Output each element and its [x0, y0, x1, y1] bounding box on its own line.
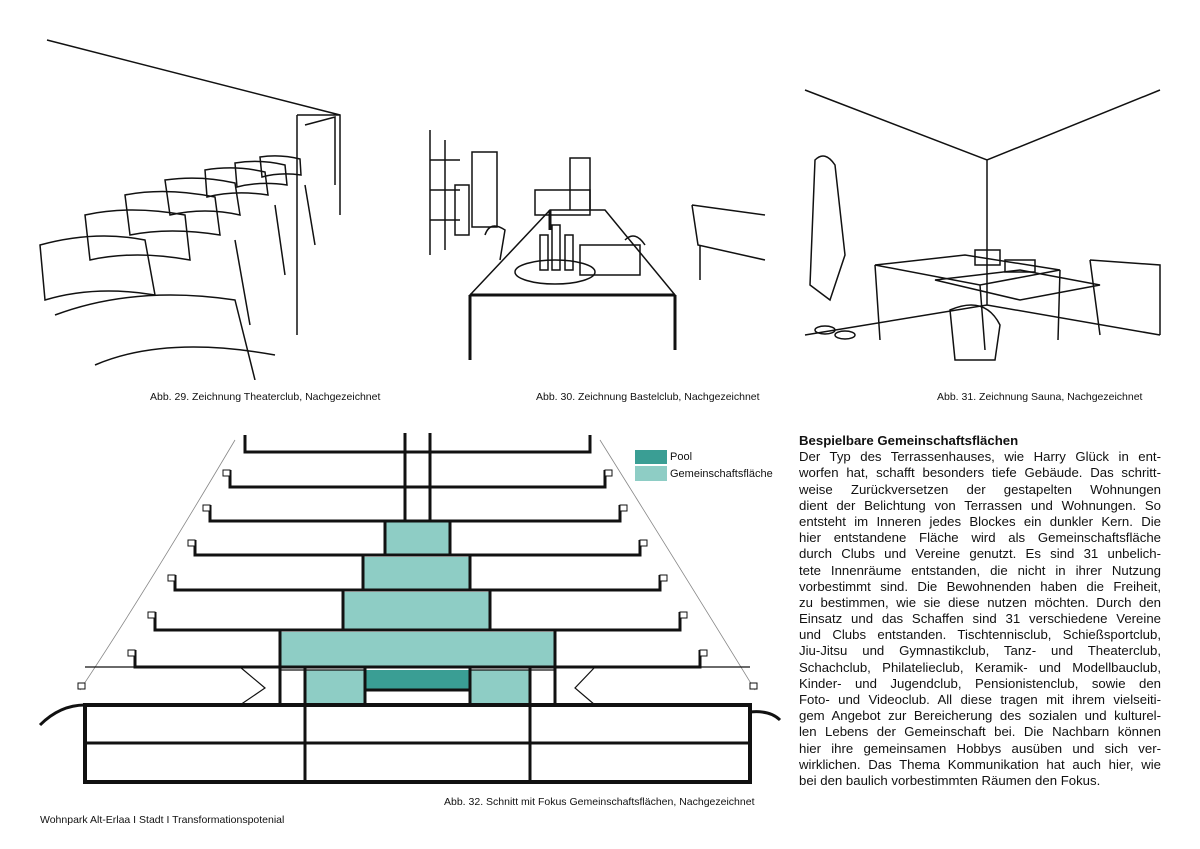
- theaterclub-drawing: [39, 39, 341, 380]
- page-footer: Wohnpark Alt-Erlaa I Stadt I Transformat…: [40, 814, 285, 826]
- figure-29-caption: Abb. 29. Zeichnung Theaterclub, Nachgeze…: [150, 391, 381, 403]
- legend-pool-label: Pool: [670, 451, 693, 463]
- article-line: dient der Belichtung von Terrassen und W…: [799, 497, 1161, 513]
- article-line: und Clubs entstanden. Tischtennisclub, S…: [799, 627, 1161, 643]
- legend-pool-swatch: [635, 450, 667, 464]
- figure-31-caption: Abb. 31. Zeichnung Sauna, Nachgezeichnet: [937, 391, 1143, 403]
- article-line: hier entstandene Fläche wird als Gemeins…: [799, 530, 1161, 546]
- section-diagram: [38, 433, 782, 784]
- article-line: durch Clubs und Vereine genutzt. Es sind…: [799, 546, 1161, 562]
- article-line: Foto- und Videoclub. All diese tragen mi…: [799, 692, 1161, 708]
- article-line: bei den baulich vorbestimmten Räumen den…: [799, 772, 1101, 788]
- figure-30-caption: Abb. 30. Zeichnung Bastelclub, Nachgezei…: [536, 391, 760, 403]
- article-line: tete Innenräume entstanden, die nicht in…: [799, 562, 1161, 578]
- article-line: Schachclub, Philatelieclub, Keramik- und…: [799, 659, 1161, 675]
- article-line: gem Angebot zur Bereicherung des soziale…: [799, 708, 1161, 724]
- article-text: Bespielbare Gemeinschaftsflächen Der Typ…: [799, 433, 1161, 789]
- legend-community-swatch: [635, 466, 667, 481]
- article-line: zu bestimmen, wie sie diese nutzen möcht…: [799, 594, 1161, 610]
- article-line: len Lebens der Gemeinschaft bei. Die Nac…: [799, 724, 1161, 740]
- article-line: worfen hat, schafft besonders tiefe Gebä…: [799, 465, 1161, 481]
- figure-32-caption: Abb. 32. Schnitt mit Fokus Gemeinschafts…: [444, 796, 755, 808]
- bastelclub-drawing: [429, 130, 766, 360]
- article-line: Kinder- und Jugendclub, Pensionistenclub…: [799, 675, 1161, 691]
- article-line: vorbestimmt sind. Die Bewohnenden haben …: [799, 578, 1161, 594]
- article-line: Der Typ des Terrassenhauses, wie Harry G…: [799, 449, 1161, 465]
- article-heading: Bespielbare Gemeinschaftsflächen: [799, 433, 1019, 448]
- article-line: entsteht im Inneren jedes Blockes ein du…: [799, 513, 1161, 529]
- article-line: Jiu-Jitsu und Gymnastikclub, Tanz- und T…: [799, 643, 1161, 659]
- legend-community-label: Gemeinschaftsfläche: [670, 468, 773, 480]
- article-line: hier ihre gemeinsamen Hobbys ausüben und…: [799, 740, 1161, 756]
- article-line: weise Zurückversetzen der gestapelten Wo…: [799, 481, 1161, 497]
- sauna-drawing: [804, 89, 1161, 361]
- article-line: Einsatz und das Schaffen sind 31 verschi…: [799, 611, 1161, 627]
- article-line: wirklichen. Das Thema Kommunikation hat …: [799, 756, 1161, 772]
